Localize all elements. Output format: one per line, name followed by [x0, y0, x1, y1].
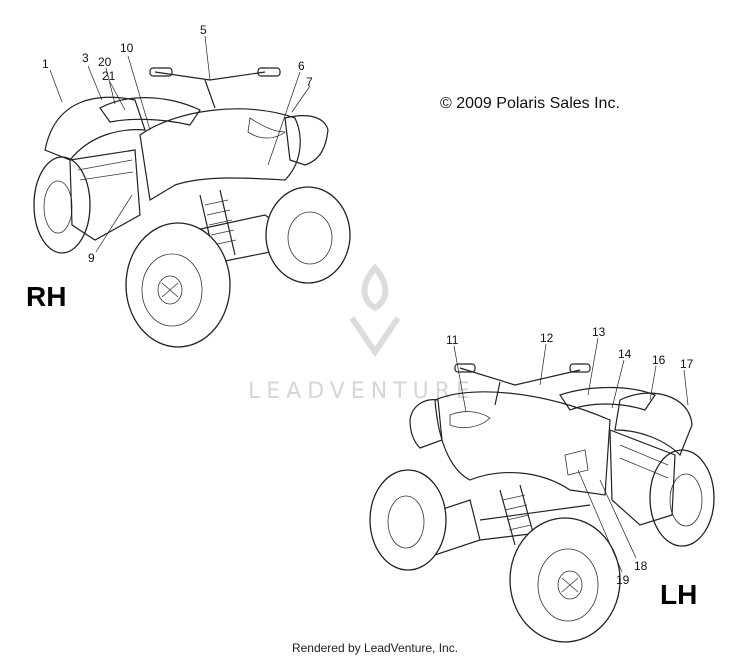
- callout-12: 12: [540, 331, 554, 345]
- lh-front-right-tire: [509, 517, 621, 643]
- lh-front-left-tire: [369, 469, 447, 571]
- rh-front-right-tire: [265, 186, 351, 284]
- callout-9: 9: [88, 251, 95, 265]
- leadventure-logo-icon: [349, 263, 401, 358]
- callout-20: 20: [98, 55, 112, 69]
- callout-16: 16: [652, 353, 666, 367]
- callout-1: 1: [42, 57, 49, 71]
- lh-view-label: LH: [660, 579, 697, 610]
- rh-rear-tire: [33, 156, 91, 254]
- callout-11: 11: [446, 333, 459, 347]
- callout-6: 6: [298, 59, 305, 73]
- rh-atv-illustration: [33, 67, 351, 348]
- copyright-text: © 2009 Polaris Sales Inc.: [440, 95, 620, 112]
- callout-13: 13: [592, 325, 606, 339]
- callout-10: 10: [120, 41, 134, 55]
- lh-atv-illustration: [369, 363, 715, 643]
- callout-5: 5: [200, 23, 207, 37]
- lh-rear-tire: [649, 449, 715, 547]
- callout-19: 19: [616, 573, 630, 587]
- callout-3: 3: [82, 51, 89, 65]
- callout-21: 21: [102, 69, 116, 83]
- rh-callouts: 1 3 20 21 10 5 6 7 9: [42, 23, 313, 265]
- callout-18: 18: [634, 559, 648, 573]
- callout-14: 14: [618, 347, 632, 361]
- callout-7: 7: [306, 75, 313, 89]
- footer-credit: Rendered by LeadVenture, Inc.: [292, 641, 458, 655]
- rh-front-left-tire: [125, 222, 231, 348]
- rh-view-label: RH: [26, 281, 66, 312]
- watermark: LEADVENTURE: [248, 263, 476, 404]
- watermark-text: LEADVENTURE: [248, 379, 476, 404]
- lh-callouts: 11 12 13 14 16 17 18 19: [446, 325, 694, 587]
- callout-17: 17: [680, 357, 694, 371]
